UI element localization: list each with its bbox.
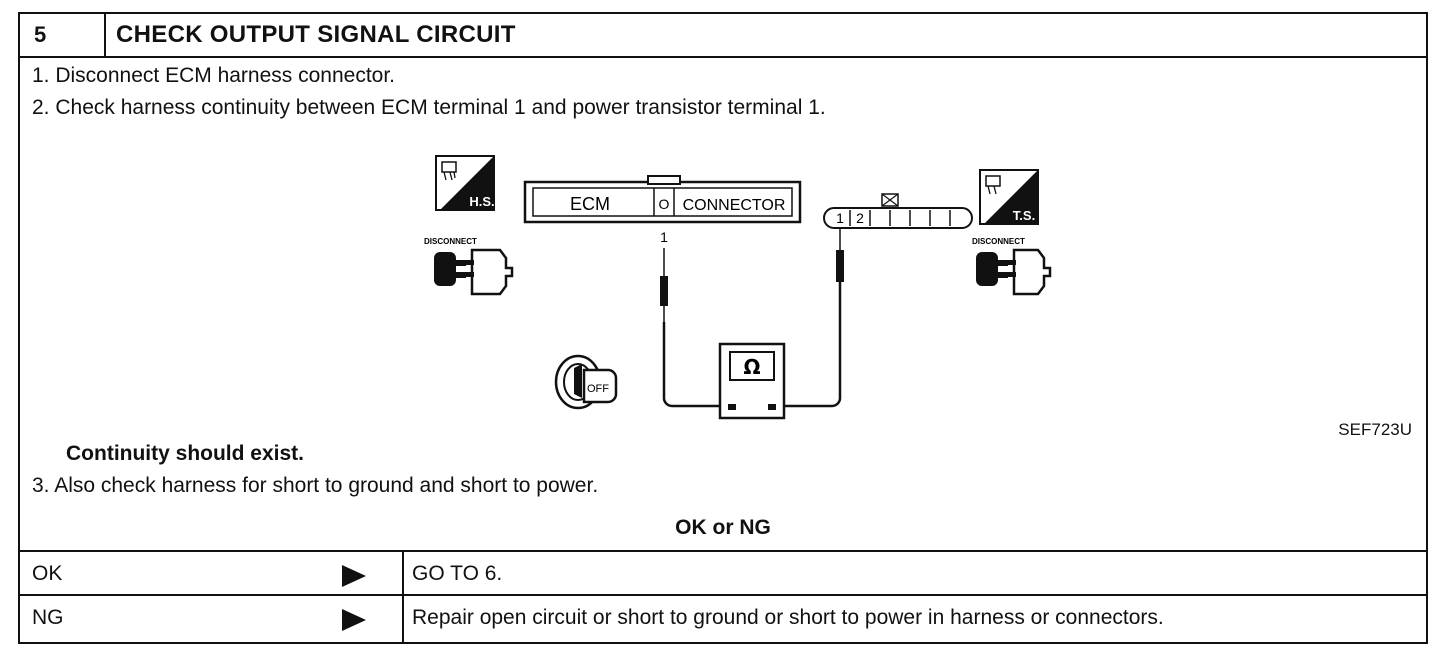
ecm-pin-label: O [659, 196, 670, 212]
ohmmeter-symbol: Ω [743, 355, 760, 379]
ohmmeter-icon: Ω [718, 342, 786, 420]
connector-label: CONNECTOR [683, 197, 786, 214]
condition-ng: NG [32, 606, 64, 629]
pt-terminal-1: 1 [836, 210, 844, 226]
ecm-connector: ECM O CONNECTOR 1 [523, 175, 802, 245]
ts-badge-icon: T.S. [979, 169, 1039, 225]
ts-badge-label: T.S. [1013, 208, 1035, 223]
arrow-right-icon [342, 565, 366, 587]
arrow-right-icon [342, 609, 366, 631]
disconnect-connector-icon-left [434, 248, 514, 296]
wiring-diagram: H.S. DISCONNECT ECM O CONNECTOR 1 [424, 155, 1052, 420]
instruction-2: 2. Check harness continuity between ECM … [32, 96, 826, 119]
pt-terminal-2: 2 [856, 210, 864, 226]
table-column-divider [402, 550, 404, 644]
ignition-off-label: OFF [587, 383, 609, 395]
ecm-terminal-number: 1 [660, 229, 668, 245]
action-ng: Repair open circuit or short to ground o… [412, 606, 1164, 629]
probe-leads [660, 228, 844, 408]
step-number: 5 [20, 14, 106, 56]
figure-code: SEF723U [1338, 420, 1412, 439]
procedure-step-box: 5 CHECK OUTPUT SIGNAL CIRCUIT 1. Disconn… [18, 12, 1428, 644]
action-ok: GO TO 6. [412, 562, 503, 585]
instruction-1: 1. Disconnect ECM harness connector. [32, 64, 396, 87]
condition-ok: OK [32, 562, 63, 585]
power-transistor-connector: 1 2 [823, 193, 973, 229]
hs-badge-icon: H.S. [435, 155, 495, 211]
hs-badge-label: H.S. [469, 194, 494, 209]
disconnect-label-right: DISCONNECT [972, 237, 1025, 246]
disconnect-connector-icon-right [976, 248, 1052, 296]
step-header: 5 CHECK OUTPUT SIGNAL CIRCUIT [20, 14, 1426, 58]
ok-ng-heading: OK or NG [675, 516, 771, 539]
expected-result: Continuity should exist. [66, 442, 305, 465]
table-divider-top [20, 550, 1426, 552]
ignition-key-off-icon: OFF [554, 354, 618, 410]
disconnect-label-left: DISCONNECT [424, 237, 477, 246]
instruction-3: 3. Also check harness for short to groun… [32, 474, 599, 497]
step-title: CHECK OUTPUT SIGNAL CIRCUIT [116, 21, 516, 48]
table-divider-middle [20, 594, 1426, 596]
ecm-label: ECM [570, 194, 610, 214]
